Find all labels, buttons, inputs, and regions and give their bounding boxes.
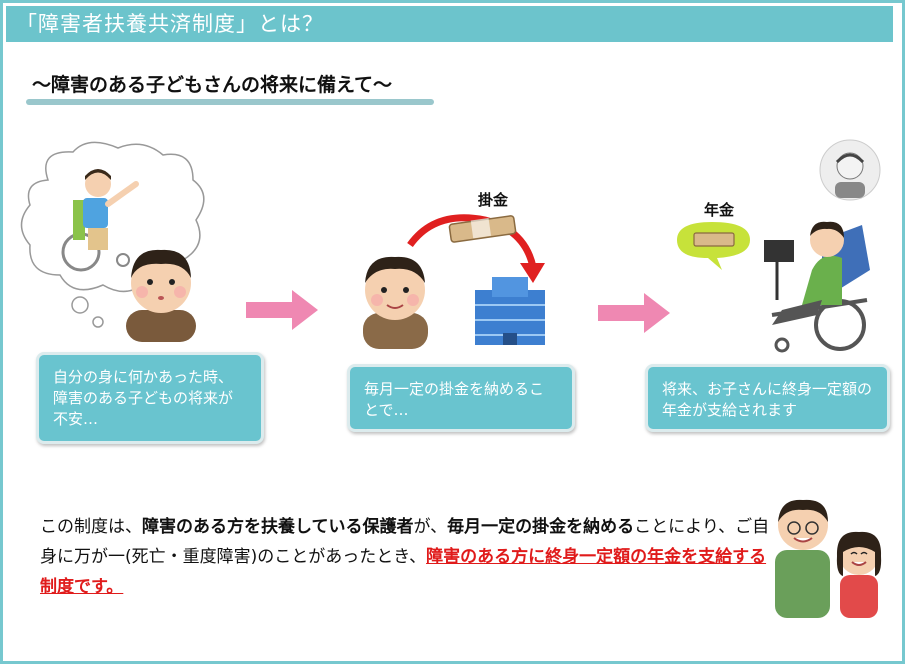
payment-label: 掛金 xyxy=(478,191,509,209)
step-box-pension: 将来、お子さんに終身一定額の年金が支給されます xyxy=(645,364,890,432)
building-icon xyxy=(475,277,545,345)
worried-parent-illustration xyxy=(20,141,205,342)
para-highlight: 障害のある方に終身一定額の年金を支給する制度です。 xyxy=(40,547,767,597)
pension-recipient-illustration xyxy=(677,139,881,353)
money-bundle-icon xyxy=(448,215,517,243)
para-text-1: この制度は、 xyxy=(40,517,142,537)
arrow-right-1 xyxy=(246,290,318,330)
page-title: 「障害者扶養共済制度」とは？ xyxy=(6,6,893,42)
para-bold-payment: 毎月一定の掛金を納める xyxy=(447,517,635,537)
avatar-elderly-parent xyxy=(819,139,881,201)
arrow-right-2 xyxy=(598,293,670,333)
para-text-3: ことにより、ご自身に万が一(死亡・重度障害)のことがあったとき、 xyxy=(40,517,770,567)
subtitle: 〜障害のある子どもさんの将来に備えて〜 xyxy=(32,74,393,96)
step-box-worry: 自分の身に何かあった時、障害のある子どもの将来が不安… xyxy=(36,352,264,444)
payment-illustration xyxy=(363,214,545,349)
description-paragraph: この制度は、障害のある方を扶養している保護者が、毎月一定の掛金を納めることにより… xyxy=(40,512,770,602)
step-box-payment: 毎月一定の掛金を納めることで… xyxy=(347,364,575,432)
para-bold-guardian: 障害のある方を扶養している保護者 xyxy=(142,517,414,537)
father-daughter-illustration xyxy=(775,499,882,618)
para-text-2: が、 xyxy=(413,517,448,537)
subtitle-underline xyxy=(26,99,434,105)
pension-label: 年金 xyxy=(704,201,735,219)
